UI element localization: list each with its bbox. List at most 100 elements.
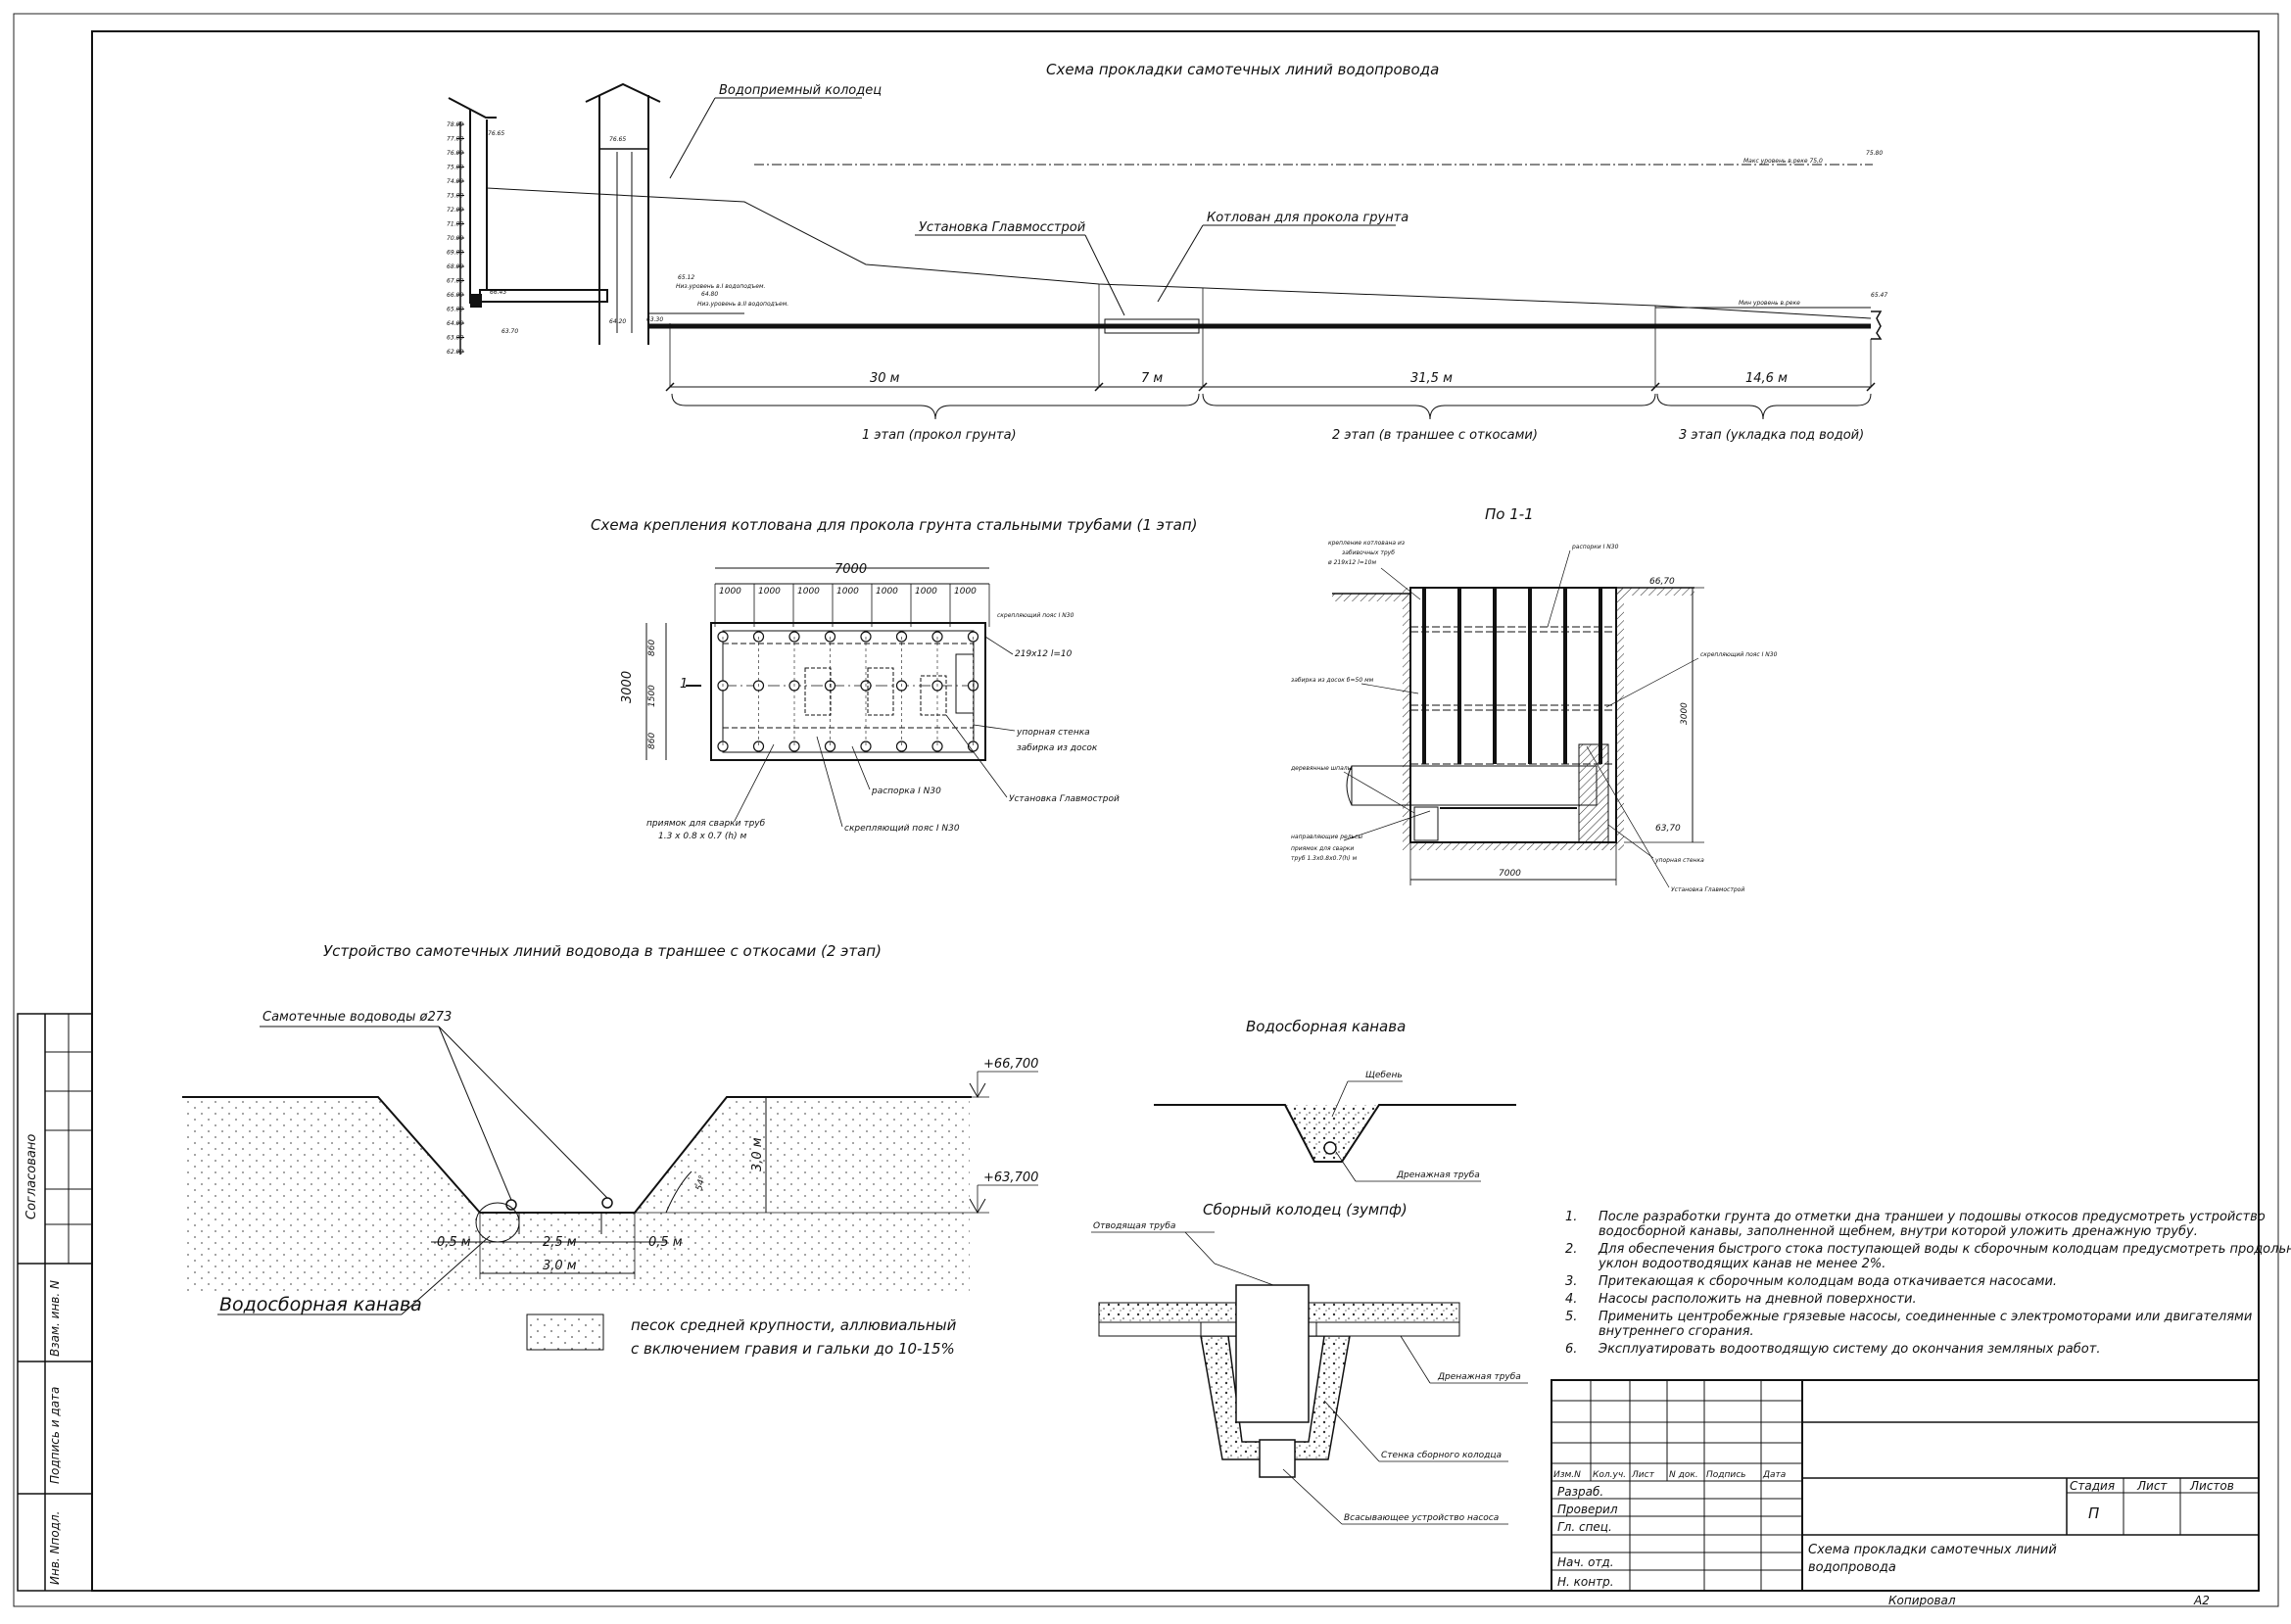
dim-31m: 31,5 м — [1410, 371, 1453, 386]
section-dim-3000: 3000 — [1680, 702, 1690, 725]
ditch-title: Водосборная канава — [1246, 1018, 1406, 1035]
pit-dim-3000: 3000 — [620, 671, 635, 703]
section-title: По 1-1 — [1485, 505, 1534, 523]
pit-dim-part: 1000 — [954, 587, 977, 597]
pump-intake — [1259, 1439, 1296, 1478]
pit-glavmosstroy: Установка Главмострой — [1009, 794, 1120, 804]
pile-post — [860, 740, 872, 752]
pit-belt: скрепляющий пояс I N30 — [844, 824, 960, 834]
scale-tick-label: 69.00 — [447, 250, 463, 257]
note-line: Эксплуатировать водоотводящую систему до… — [1598, 1342, 2100, 1357]
scale-tick-label: 78.00 — [447, 121, 463, 128]
side-stamp: Согласовано Взам. инв. N Подпись и дата … — [17, 1013, 93, 1592]
section-weld-2: труб 1.3х0.8х0.7(h) м — [1291, 855, 1358, 862]
pit-dim-part: 1000 — [915, 587, 937, 597]
ditch-drain: Дренажная труба — [1396, 1170, 1480, 1180]
svg-text:76.65: 76.65 — [488, 130, 504, 137]
scale-tick-label: 70.00 — [447, 235, 463, 242]
side-agreed: Согласовано — [24, 1134, 39, 1219]
section-boards: забирка из досок б=50 мм — [1291, 677, 1374, 684]
stamp-format: А2 — [2193, 1594, 2210, 1607]
sump-title: Сборный колодец (зумпф) — [1203, 1201, 1408, 1218]
pit-strut: распорка I N30 — [871, 787, 941, 796]
dim-14m: 14,6 м — [1745, 371, 1788, 386]
scale-tick-label: 75.00 — [447, 165, 463, 171]
note-number: 1. — [1565, 1210, 1577, 1224]
sheet-border — [13, 13, 2279, 1607]
scale-tick-label: 62.00 — [447, 349, 463, 356]
svg-text:76.65: 76.65 — [609, 136, 626, 143]
stamp-role: Гл. спец. — [1557, 1520, 1612, 1534]
pit-dim-part: 1000 — [836, 587, 859, 597]
trench-dim-05-left: 0,5 м — [437, 1235, 471, 1250]
stage-2: 2 этап (в траншее с откосами) — [1332, 428, 1538, 443]
stamp-stage-header: Стадия — [2070, 1479, 2115, 1493]
pit-dim-part: 1000 — [876, 587, 898, 597]
pile-post — [788, 740, 800, 752]
notes-block: 1.После разработки грунта до отметки дна… — [1565, 1210, 2291, 1357]
stamp-sheet-header: Лист — [2136, 1479, 2168, 1493]
scale-tick-label: 65.00 — [447, 307, 463, 313]
svg-text:63.70: 63.70 — [501, 328, 518, 335]
note-number: 3. — [1565, 1274, 1577, 1289]
legend-line-2: с включением гравия и гальки до 10-15% — [631, 1340, 955, 1358]
pit-belt-top: скрепляющий пояс I N30 — [997, 612, 1074, 619]
pit-dim-part: 1000 — [719, 587, 741, 597]
pit-dim-part: 1000 — [797, 587, 820, 597]
section-struts: распорки I N30 — [1571, 544, 1619, 550]
stage-1: 1 этап (прокол грунта) — [862, 428, 1017, 443]
elevation-scale: 78.0077.0076.0075.0074.0073.0072.0071.00… — [447, 121, 464, 356]
trench-depth: 3,0 м — [750, 1137, 765, 1171]
trench-dim-05-right: 0,5 м — [648, 1235, 683, 1250]
pile-post — [931, 740, 943, 752]
section-support-wall: упорная стенка — [1654, 857, 1704, 864]
stamp-sheets-header: Листов — [2189, 1479, 2234, 1493]
sump-intake: Всасывающее устройство насоса — [1344, 1513, 1499, 1523]
section-diagram: По 1-1 66,70 63,70 3000 7000 крепление к — [1290, 505, 1778, 893]
side-sign-date: Подпись и дата — [48, 1387, 62, 1484]
pit-plan-title: Схема крепления котлована для прокола гр… — [591, 516, 1197, 534]
pit-rect — [1104, 318, 1200, 334]
section-elev-bottom: 63,70 — [1655, 824, 1681, 834]
trench-angle: 54° — [694, 1174, 708, 1192]
trench-title: Устройство самотечных линий водовода в т… — [323, 942, 882, 960]
svg-text:65.12: 65.12 — [678, 274, 694, 281]
pit-pipe-label: 219х12 l=10 — [1015, 649, 1073, 659]
section-sleepers: деревянные шпалы — [1290, 765, 1353, 772]
stamp-header: Лист — [1631, 1470, 1655, 1480]
svg-text:Низ.уровень в.I водоподъем.: Низ.уровень в.I водоподъем. — [676, 283, 765, 290]
pipe-right — [601, 1197, 613, 1209]
scale-tick-label: 71.00 — [447, 221, 463, 228]
svg-text:Макс уровень в.реке 75,0: Макс уровень в.реке 75,0 — [1743, 158, 1823, 165]
trench-dim-25: 2,5 м — [543, 1235, 577, 1250]
note-line: Применить центробежные грязевые насосы, … — [1599, 1310, 2252, 1324]
note-line: Насосы расположить на дневной поверхност… — [1599, 1292, 1917, 1307]
pit-dim-part: 1000 — [758, 587, 781, 597]
pile-post — [752, 740, 765, 752]
trench-dim-30: 3,0 м — [543, 1259, 577, 1273]
scale-tick-label: 68.00 — [447, 263, 463, 270]
svg-text:75.80: 75.80 — [1866, 150, 1883, 157]
svg-text:64.20: 64.20 — [609, 318, 626, 325]
section-elev-top: 66,70 — [1649, 577, 1675, 587]
drawing-frame — [91, 30, 2260, 1592]
stage-3: 3 этап (укладка под водой) — [1679, 428, 1864, 443]
stamp-header: N док. — [1669, 1470, 1698, 1480]
section-belt: скрепляющий пояс I N30 — [1700, 651, 1778, 658]
stamp-role: Н. контр. — [1557, 1575, 1614, 1589]
svg-text:Мин уровень в.реке: Мин уровень в.реке — [1739, 300, 1800, 307]
svg-text:66.43: 66.43 — [490, 289, 506, 296]
trench-elev-bottom: +63,700 — [983, 1170, 1038, 1185]
scale-tick-label: 74.00 — [447, 178, 463, 185]
profile-diagram: Схема прокладки самотечных линий водопро… — [447, 61, 1887, 443]
note-line: Притекающая к сборочным колодцам вода от… — [1599, 1274, 2057, 1289]
note-line: Для обеспечения быстрого стока поступающ… — [1598, 1242, 2291, 1257]
stamp-header: Дата — [1762, 1470, 1786, 1480]
svg-text:Низ.уровень в.II водоподъем.: Низ.уровень в.II водоподъем. — [697, 301, 788, 308]
svg-text:64.80: 64.80 — [701, 291, 718, 298]
section-mark-left: 1 — [680, 677, 688, 692]
pit-dim-860b: 860 — [647, 733, 657, 749]
scale-tick-label: 67.00 — [447, 278, 463, 285]
section-fastening-3: ø 219х12 l=10м — [1327, 559, 1376, 566]
scale-tick-label: 72.00 — [447, 207, 463, 214]
